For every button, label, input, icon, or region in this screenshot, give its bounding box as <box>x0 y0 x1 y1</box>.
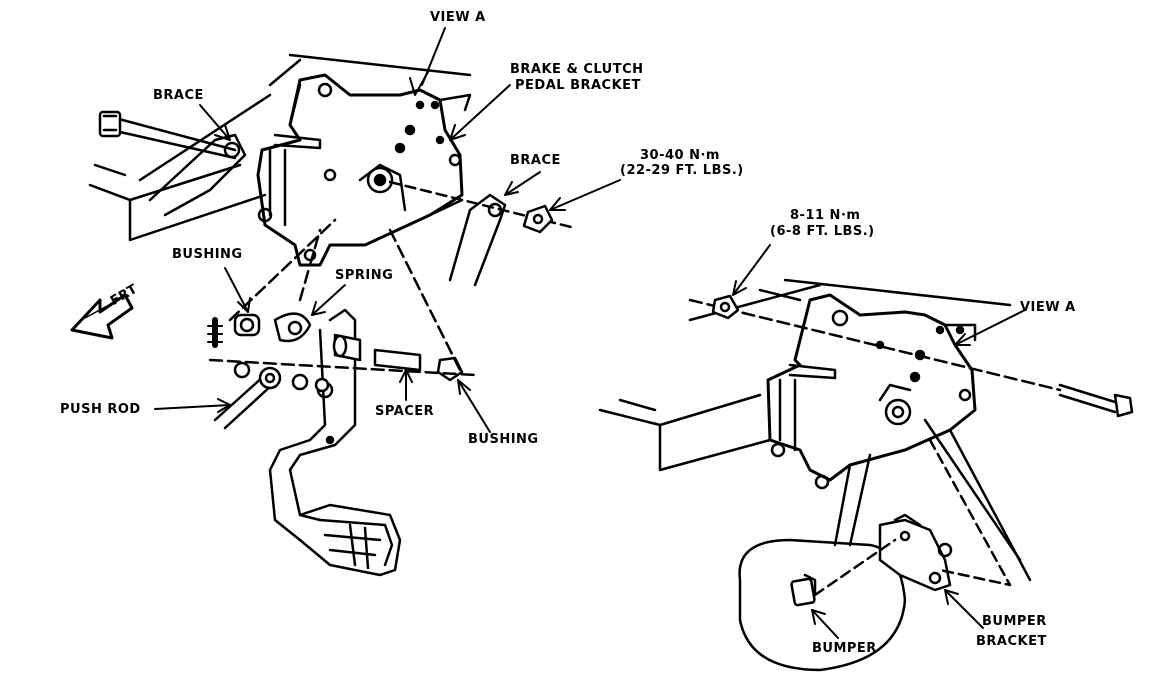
front-arrow-icon <box>70 293 134 340</box>
right-brace-nut <box>388 180 577 287</box>
pedal-pivot-parts <box>207 218 477 382</box>
torque-bolt-line2: (6-8 FT. LBS.) <box>770 224 875 239</box>
right-pedal-bracket <box>766 293 977 490</box>
view-a-right-label: VIEW A <box>1020 300 1076 315</box>
bracket-label-line2: PEDAL BRACKET <box>515 78 641 93</box>
left-dash-panel <box>88 53 472 242</box>
torque-nut-line1: 30-40 N·m <box>640 148 720 163</box>
push-rod <box>213 361 330 430</box>
view-a-top-label: VIEW A <box>430 10 486 25</box>
right-dash-panel <box>598 278 1012 472</box>
bushing-bottom-label: BUSHING <box>468 432 539 447</box>
brace-right-label: BRACE <box>510 153 561 168</box>
bracket-label-line1: BRAKE & CLUTCH <box>510 62 644 77</box>
left-brace-bolt <box>98 110 247 217</box>
torque-nut-line2: (22-29 FT. LBS.) <box>620 163 744 178</box>
bumper-bracket-line1: BUMPER <box>982 614 1047 629</box>
bumper-bracket-line2: BRACKET <box>976 634 1047 649</box>
bumper-label: BUMPER <box>812 641 877 656</box>
brace-left-label: BRACE <box>153 88 204 103</box>
leader-lines <box>154 27 1026 639</box>
right-bolt <box>688 294 1134 418</box>
left-pedal-bracket <box>256 73 472 267</box>
bumper-detail <box>738 418 1032 672</box>
push-rod-label: PUSH ROD <box>60 402 141 417</box>
bushing-top-label: BUSHING <box>172 247 243 262</box>
spacer-label: SPACER <box>375 404 435 419</box>
torque-bolt-line1: 8-11 N·m <box>790 208 861 223</box>
spring-label: SPRING <box>335 268 394 283</box>
